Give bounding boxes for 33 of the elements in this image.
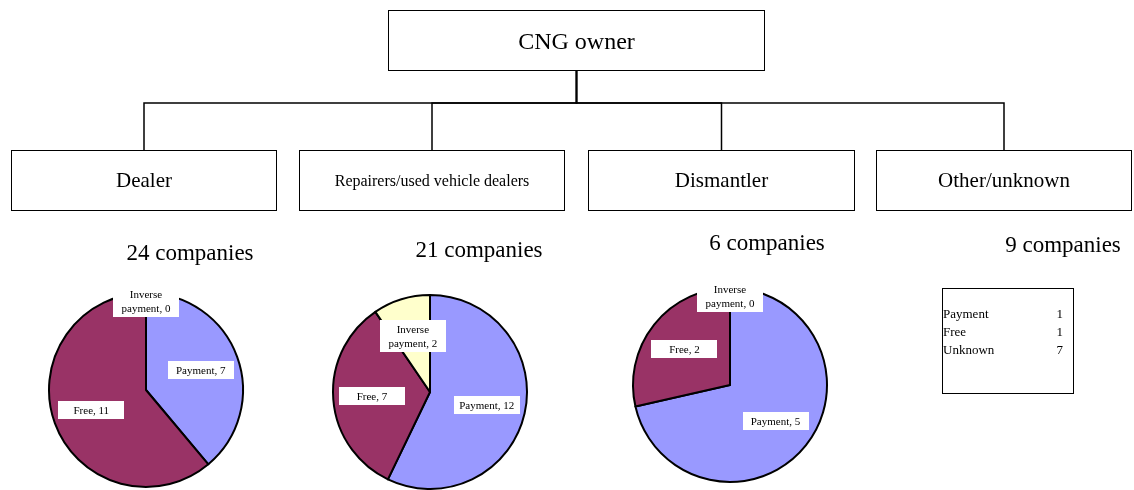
company-count: 24 companies: [126, 238, 254, 267]
org-box: [876, 150, 1132, 211]
org-box: [388, 10, 765, 71]
company-count: 9 companies: [1005, 230, 1121, 259]
box-label: Repairers/used vehicle dealers: [334, 170, 530, 192]
table-cell-text: Free: [943, 323, 968, 341]
table-cell-text: Unknown: [943, 341, 996, 359]
data-label: Free, 2: [669, 342, 700, 355]
company-count: 6 companies: [709, 228, 825, 257]
data-label: Payment, 12: [459, 398, 515, 411]
table-cell-text: Payment: [943, 305, 990, 323]
data-label: Inverse payment, 2: [388, 323, 438, 350]
connector-line: [575, 70, 1005, 151]
data-label: Payment, 5: [750, 415, 801, 428]
data-label: Free, 7: [356, 390, 388, 403]
box-label: CNG owner: [518, 26, 635, 56]
box-label: Dealer: [116, 166, 172, 194]
data-label: Free, 7: [338, 387, 405, 406]
company-count: 21 companies: [415, 235, 543, 264]
data-label: Payment, 7: [175, 364, 226, 377]
table-box: [942, 288, 1074, 394]
table-cell: 7: [1056, 341, 1063, 359]
org-box: [299, 150, 565, 211]
org-box: [11, 150, 277, 211]
org-box: [588, 150, 855, 211]
box-label: Other/unknown: [938, 166, 1070, 194]
table-cell: 1: [1056, 323, 1063, 341]
data-label: Inverse payment, 2: [379, 320, 446, 353]
data-label: Payment, 5: [742, 412, 809, 431]
table-cell: 1: [1056, 305, 1063, 323]
data-label: Free, 11: [73, 403, 110, 416]
box-label: Dismantler: [674, 166, 769, 194]
data-label: Payment, 7: [167, 361, 234, 380]
